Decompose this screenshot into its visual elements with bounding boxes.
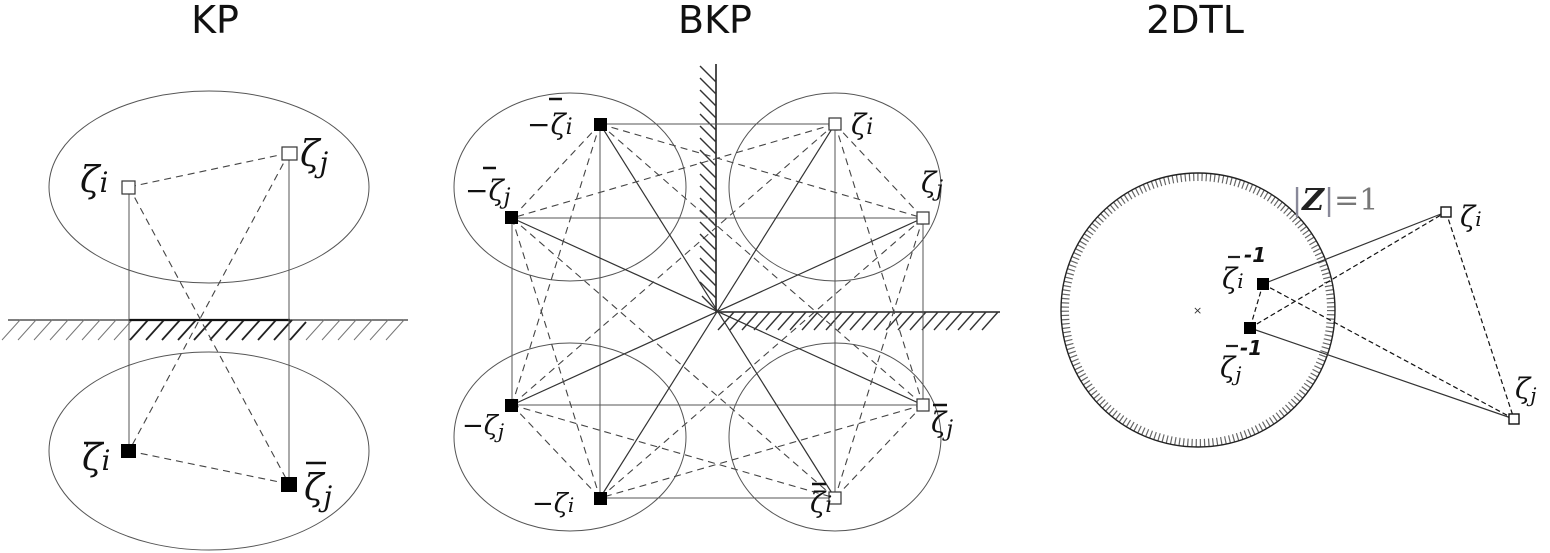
svg-text:ζj: ζj	[931, 406, 953, 442]
bkp-ellipse-top-left	[453, 92, 687, 282]
2dtl-unit-circle-label: |Z|=1	[1292, 183, 1378, 218]
bkp-point-minus-zeta-bar-j	[505, 211, 518, 224]
bkp-point-zeta-i	[828, 117, 842, 131]
bkp-label-minus-zeta-bar-i: −ζi	[527, 97, 573, 141]
bkp-point-zeta-bar-i	[828, 491, 842, 505]
kp-label-zeta-bar-j: ζj	[304, 461, 333, 513]
bkp-solid-edges	[511, 123, 924, 499]
bkp-title: BKP	[678, 0, 752, 42]
2dtl-origin-mark: ×	[1193, 304, 1202, 317]
2dtl-unit-circle-hatch	[1061, 173, 1335, 447]
kp-point-zeta-bar-i	[121, 444, 136, 458]
svg-text:-1: -1	[1240, 336, 1262, 360]
kp-dashed-edge	[128, 450, 290, 485]
2dtl-dashed-edge	[1445, 211, 1515, 420]
bkp-point-zeta-j	[916, 211, 930, 225]
svg-text:−ζi: −ζi	[527, 108, 573, 141]
kp-diagram: ζi ζj ζi ζj	[1, 90, 408, 551]
kp-upper-ellipse	[48, 90, 370, 284]
svg-text:−ζj: −ζj	[465, 174, 511, 210]
2dtl-edge	[1262, 211, 1447, 285]
bkp-diagram: −ζi ζi −ζj ζj −ζj ζj −ζi ζi	[453, 64, 1000, 532]
bkp-label-zeta-i: ζi	[851, 108, 873, 141]
2dtl-point-zeta-j	[1508, 413, 1520, 425]
svg-text:ζj: ζj	[304, 468, 333, 513]
kp-point-zeta-i	[121, 180, 136, 195]
bkp-label-minus-zeta-i: −ζi	[532, 489, 574, 519]
kp-dashed-edge	[128, 186, 290, 485]
bkp-dashed-edges	[511, 123, 924, 499]
kp-point-zeta-j	[281, 146, 298, 161]
2dtl-label-zeta-bar-i-inv: ζi -1	[1222, 243, 1266, 295]
bkp-label-minus-zeta-bar-j: −ζj	[465, 166, 511, 210]
2dtl-label-zeta-bar-j-inv: ζj -1	[1220, 336, 1262, 386]
bkp-point-zeta-bar-j	[916, 398, 930, 412]
2dtl-point-zeta-i	[1440, 206, 1452, 218]
bkp-vertical-boundary	[699, 64, 717, 312]
kp-boundary-hatching	[1, 318, 405, 341]
kp-dashed-edge	[128, 152, 290, 452]
kp-label-zeta-i: ζi	[80, 160, 108, 201]
kp-label-zeta-j: ζj	[300, 134, 329, 179]
bkp-horizontal-boundary	[716, 311, 1000, 331]
bkp-label-minus-zeta-j: −ζj	[462, 411, 504, 443]
svg-text:ζi: ζi	[1222, 262, 1244, 295]
2dtl-title: 2DTL	[1146, 0, 1244, 42]
kp-title: KP	[191, 0, 239, 42]
2dtl-unit-circle	[1060, 172, 1336, 448]
2dtl-point-zeta-bar-j-inv	[1244, 322, 1256, 334]
bkp-ellipse-bottom-left	[453, 342, 687, 532]
svg-text:ζi: ζi	[82, 438, 110, 479]
bkp-point-minus-zeta-bar-i	[594, 118, 607, 131]
svg-text:-1: -1	[1244, 243, 1266, 267]
kp-dashed-edge	[128, 152, 290, 188]
2dtl-point-zeta-bar-i-inv	[1257, 278, 1269, 290]
2dtl-diagram: × |Z|=1 ζi -1 ζj -1 ζi ζj	[1060, 172, 1536, 448]
kp-label-zeta-bar-i: ζi	[82, 438, 110, 479]
svg-text:ζi: ζi	[810, 486, 832, 519]
kp-lower-ellipse	[48, 351, 370, 551]
2dtl-label-zeta-j: ζj	[1515, 372, 1536, 407]
2dtl-edge	[1249, 327, 1515, 420]
bkp-label-zeta-bar-j: ζj	[931, 403, 953, 442]
bkp-label-zeta-bar-i: ζi	[810, 482, 832, 519]
bkp-label-zeta-j: ζj	[921, 166, 943, 202]
2dtl-dashed-edge	[1249, 211, 1447, 329]
bkp-point-minus-zeta-j	[505, 399, 518, 412]
2dtl-label-zeta-i: ζi	[1460, 200, 1482, 233]
bkp-point-minus-zeta-i	[594, 492, 607, 505]
kp-point-zeta-bar-j	[281, 477, 297, 492]
svg-text:ζj: ζj	[1220, 351, 1241, 386]
